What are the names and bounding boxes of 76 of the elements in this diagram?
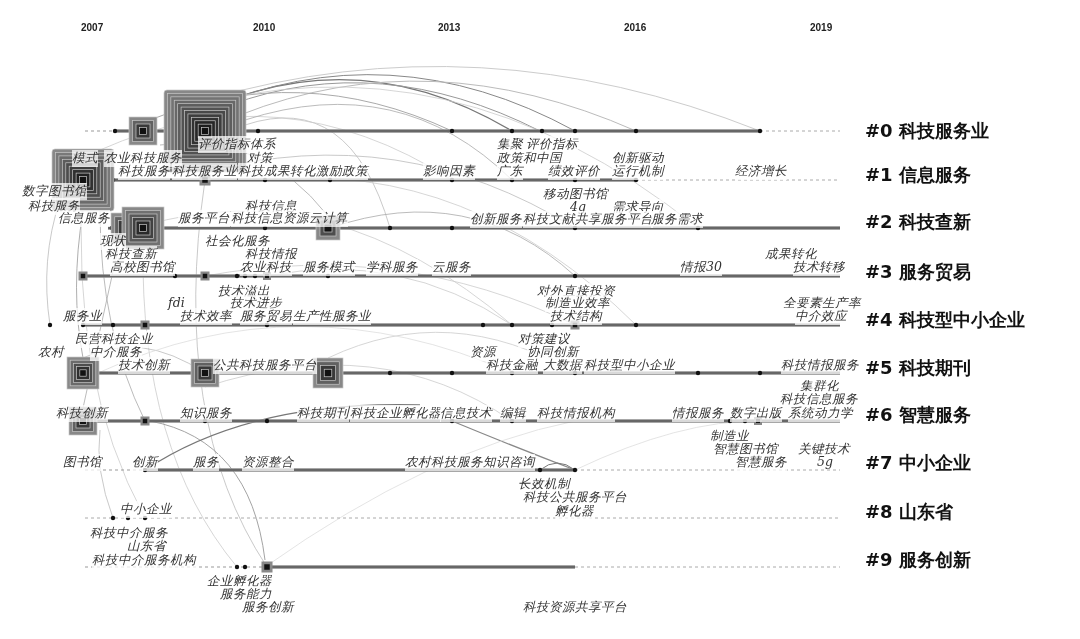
keyword-label: 智慧服务 xyxy=(735,454,787,471)
cluster-label: #4 科技型中小企业 xyxy=(865,309,1025,331)
keyword-label: 科技型中小企业 xyxy=(584,357,675,374)
keyword-label: 技术效率 xyxy=(180,308,232,325)
keyword-label: 情报服务 xyxy=(672,405,724,422)
keyword-label: 服务业 xyxy=(63,308,102,325)
keyword-label: 数字图书馆 xyxy=(22,183,87,200)
keyword-label: 科技金融 xyxy=(486,357,538,374)
keyword-label: 科技资源共享平台 xyxy=(523,599,627,616)
keyword-label: 中介效应 xyxy=(795,308,847,325)
year-label: 2010 xyxy=(253,22,276,33)
keyword-label: 科技中介服务机构 xyxy=(92,552,196,569)
keyword-label: 云计算 xyxy=(309,210,348,227)
cluster-label: #8 山东省 xyxy=(865,501,953,523)
keyword-label: 中小企业 xyxy=(120,501,172,518)
keyword-label: 孵化器 xyxy=(555,503,594,520)
keyword-label: 影响因素 xyxy=(423,163,475,180)
keyword-label: 生产性服务业 xyxy=(293,308,371,325)
keyword-label: 技术创新 xyxy=(118,357,170,374)
keyword-label: 创新 xyxy=(132,454,158,471)
keyword-label: 创新服务 xyxy=(470,211,522,228)
keyword-label: 科技服务业 xyxy=(172,163,237,180)
year-label: 2007 xyxy=(81,22,104,33)
keyword-label: 绩效评价 xyxy=(548,163,600,180)
keyword-label: 服务需求 xyxy=(651,211,703,228)
year-label: 2016 xyxy=(624,22,647,33)
cluster-label: #0 科技服务业 xyxy=(865,120,989,142)
keyword-label: 服务平台 xyxy=(178,210,230,227)
keyword-label: 知识服务 xyxy=(180,405,232,422)
keyword-label: 服务 xyxy=(193,454,219,471)
cluster-label: #9 服务创新 xyxy=(865,549,971,571)
keyword-label: 激励政策 xyxy=(316,163,368,180)
keyword-label: 图书馆 xyxy=(63,454,102,471)
cluster-label: #2 科技查新 xyxy=(865,211,971,233)
keyword-label: 服务创新 xyxy=(242,599,294,616)
keyword-label: 编辑 xyxy=(500,405,526,422)
keyword-label: 经济增长 xyxy=(735,163,787,180)
year-label: 2013 xyxy=(438,22,461,33)
keyword-label: 系统动力学 xyxy=(788,405,853,422)
keyword-label: 农村 xyxy=(38,344,64,361)
keyword-label: 信息技术 xyxy=(440,405,492,422)
cluster-label: #3 服务贸易 xyxy=(865,261,971,283)
cluster-label: #1 信息服务 xyxy=(865,164,971,186)
keyword-label: 技术转移 xyxy=(793,259,845,276)
cluster-label: #6 智慧服务 xyxy=(865,404,971,426)
keyword-label: 农业科技 xyxy=(240,259,292,276)
keyword-label: 科技创新 xyxy=(56,405,108,422)
keyword-label: 科技成果转化 xyxy=(238,163,316,180)
keyword-label: 数字出版 xyxy=(730,405,782,422)
keyword-label: 科技服务 xyxy=(118,163,170,180)
keyword-label: 科技企业孵化器 xyxy=(350,405,441,422)
keyword-label: 知识咨询 xyxy=(483,454,535,471)
keyword-label: fdi xyxy=(168,295,185,310)
keyword-label: 科技公共服务平台 xyxy=(523,489,627,506)
keyword-label: 科技情报服务 xyxy=(781,357,859,374)
keyword-label: 资源整合 xyxy=(242,454,294,471)
keyword-label: 技术结构 xyxy=(550,308,602,325)
keyword-label: 5g xyxy=(817,454,833,469)
year-label: 2019 xyxy=(810,22,833,33)
keyword-label: 情报30 xyxy=(680,259,722,276)
keyword-label: 学科服务 xyxy=(366,259,418,276)
keyword-label: 科技期刊 xyxy=(297,405,349,422)
keyword-label: 广东 xyxy=(497,163,523,180)
keyword-label: 高校图书馆 xyxy=(110,259,175,276)
keyword-label: 云服务 xyxy=(432,259,471,276)
keyword-label: 资源 xyxy=(470,344,496,361)
keyword-label: 模式 xyxy=(72,150,98,167)
cluster-label: #7 中小企业 xyxy=(865,452,971,474)
keyword-label: 评价指标体系 xyxy=(198,136,276,153)
keyword-label: 运行机制 xyxy=(612,163,664,180)
keyword-label: 公共科技服务平台 xyxy=(213,357,317,374)
keyword-label: 农村科技服务 xyxy=(405,454,483,471)
cluster-label: #5 科技期刊 xyxy=(865,357,971,379)
keyword-label: 大数据 xyxy=(543,357,582,374)
keyword-label: 服务模式 xyxy=(303,259,355,276)
keyword-label: 科技情报机构 xyxy=(537,405,615,422)
